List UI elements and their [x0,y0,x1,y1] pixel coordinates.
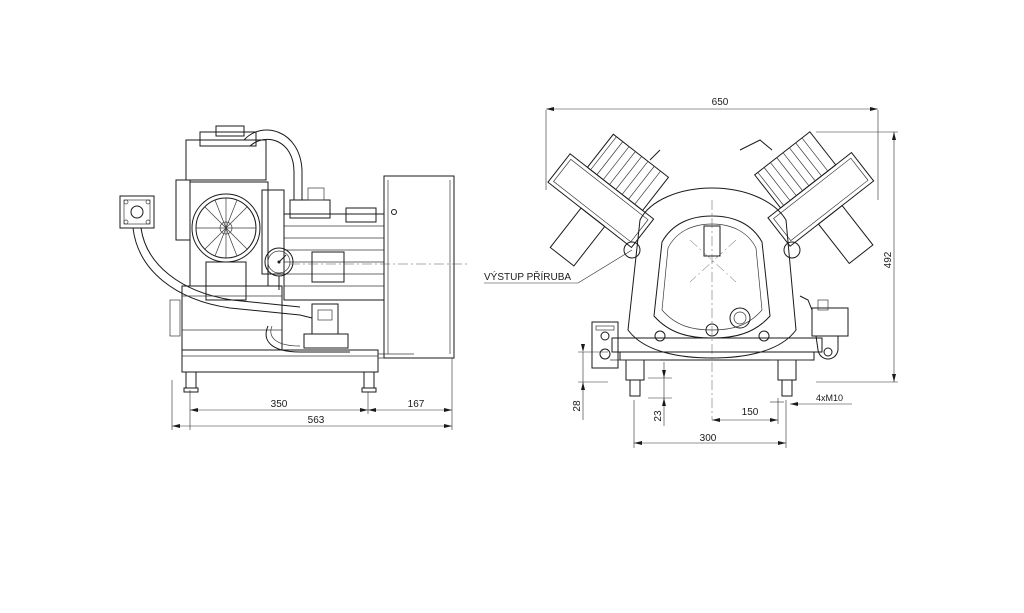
callout-outlet-flange: VÝSTUP PŘÍRUBA [484,270,571,283]
electric-motor [283,187,385,301]
side-view: 350 167 563 [119,125,470,430]
dim-28: 28 [572,400,583,412]
dim-492: 492 [883,251,894,268]
crankcase [623,187,801,420]
compressor-block [169,125,285,351]
cylinder-head-left [547,133,670,267]
dim-350: 350 [271,399,288,410]
cooling-fan [191,193,261,263]
front-view: VÝSTUP PŘÍRUBA [484,97,898,448]
side-view-dimensions [171,358,453,430]
belt-guard [383,175,455,359]
unloader-valve [799,295,849,360]
base-frame [181,349,414,393]
dim-167: 167 [408,399,425,410]
front-base [610,337,823,397]
pressure-switch-box [591,321,619,369]
outlet-hose [132,227,301,316]
dim-23: 23 [653,410,664,422]
valve-assembly [265,303,350,353]
dim-650: 650 [712,97,729,108]
thread-spec: 4xM10 [816,393,843,403]
outlet-flange [119,195,155,229]
dim-563: 563 [308,415,325,426]
dim-150: 150 [742,407,759,418]
dim-300: 300 [700,433,717,444]
pressure-gauge-icon [264,247,294,290]
front-view-dimensions [545,107,898,448]
delivery-pipe [243,129,303,200]
cylinder-head-right [753,131,875,265]
